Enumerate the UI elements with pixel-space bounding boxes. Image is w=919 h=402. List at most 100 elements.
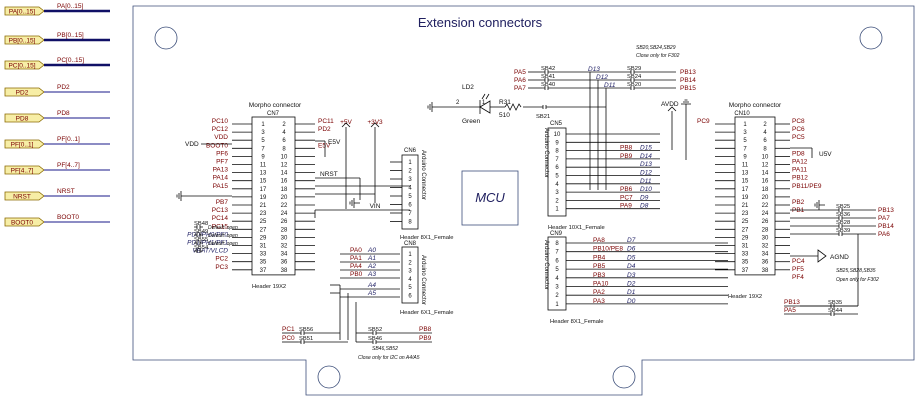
pin-number: 27 <box>260 227 267 233</box>
led-color: Green <box>462 118 480 125</box>
pin-number: 19 <box>742 195 749 201</box>
pin-number: 20 <box>281 195 288 201</box>
net-label: PB[0..15] <box>57 32 84 39</box>
pin-number: 17 <box>742 187 749 193</box>
pin-number: 2 <box>408 260 412 266</box>
sb-net: PC1 <box>282 326 295 333</box>
pin-number: 27 <box>742 227 749 233</box>
port-label: PF[0..1] <box>11 141 34 148</box>
pin-net-right: PF5 <box>792 266 804 273</box>
sb-net: PB8 <box>419 326 432 333</box>
pin-number: 1 <box>555 207 559 213</box>
pin-number: 24 <box>762 211 769 217</box>
port-label: PA[0..15] <box>9 8 35 15</box>
connector-body <box>547 127 567 217</box>
solder-bridge <box>828 312 837 316</box>
pin-number: 21 <box>260 203 267 209</box>
pin-net-right: PB11/PE9 <box>792 183 822 190</box>
pin-number: 6 <box>408 294 412 300</box>
digital-label: D13 <box>640 161 652 168</box>
net-nrst: NRST <box>320 171 338 178</box>
port-flag <box>4 35 45 45</box>
pin-net-left: PF6 <box>216 150 228 157</box>
pin-number: 29 <box>742 235 749 241</box>
pin-number: 37 <box>742 268 749 274</box>
pin-number: 2 <box>408 169 412 175</box>
note-right: Open only for F302 <box>836 277 879 283</box>
pin-number: 34 <box>281 252 288 258</box>
connector-caption: Arduino Connector <box>543 128 549 178</box>
resistor-ref: R31 <box>499 99 511 106</box>
net-avdd: AVDD <box>661 101 679 108</box>
pin-net: PB5 <box>593 263 606 270</box>
solder-bridge <box>836 224 845 228</box>
pin-net: PB9 <box>620 153 633 160</box>
pin-number: 10 <box>762 154 769 160</box>
ground-symbol <box>681 99 691 110</box>
connector-ref: CN10 <box>734 111 750 117</box>
connector-body <box>734 116 776 276</box>
solder-bridge-ref: SB48 <box>194 221 208 227</box>
solder-bridge-ref: SB51 <box>299 336 313 342</box>
sb-net: PB15 <box>680 85 696 92</box>
sb-net: PB13 <box>878 207 894 214</box>
solder-bridge <box>194 233 203 237</box>
sb-net: PC0 <box>282 335 295 342</box>
pin-number: 1 <box>555 302 559 308</box>
pin-number: 4 <box>408 277 412 283</box>
sb-net: PA5 <box>784 307 796 314</box>
led-rays <box>481 93 490 100</box>
pin-number: 7 <box>743 146 747 152</box>
digital-label: D11 <box>604 82 616 89</box>
connector-caption: Arduino Connector <box>420 255 426 305</box>
pin-net-left: PC10 <box>212 118 229 125</box>
solder-bridge-ref: SB20 <box>627 82 641 88</box>
mounting-hole-bottom-right <box>612 365 636 389</box>
board-outline <box>132 5 915 396</box>
pin-number: 13 <box>260 171 267 177</box>
net-vin: VIN <box>370 203 381 210</box>
net-u5v: U5V <box>819 151 832 158</box>
connector-footer: Header 10X1_Female <box>548 225 605 231</box>
solder-bridge <box>542 70 551 74</box>
analog-label: A4 <box>367 282 376 289</box>
net-e5v: E5V <box>328 139 341 146</box>
pin-net: PB6 <box>620 186 633 193</box>
net-label: NRST <box>57 188 75 195</box>
led-pin: 2 <box>456 100 460 106</box>
digital-label: D5 <box>627 254 636 261</box>
connector-footer: Header 8X1_Female <box>550 319 604 325</box>
pin-number: 17 <box>260 187 267 193</box>
port-flag <box>4 217 45 227</box>
analog-label: A2 <box>367 263 376 270</box>
pin-number: 24 <box>281 211 288 217</box>
solder-bridge-ref: SB44 <box>828 308 843 314</box>
pin-net: PB3 <box>593 272 606 279</box>
led-ref: LD2 <box>462 84 474 91</box>
pin-number: 38 <box>281 268 288 274</box>
pin-number: 6 <box>763 138 767 144</box>
agnd-symbol <box>817 249 827 263</box>
note-top: Close only for F302 <box>636 53 680 59</box>
connector-caption: Arduino Connector <box>543 240 549 290</box>
connector-title: Morpho connector <box>729 102 782 109</box>
solder-bridge-ref: SB52 <box>368 327 382 333</box>
pin-number: 10 <box>281 154 288 160</box>
net-label: PF[0..1] <box>57 136 80 143</box>
connector-footer: Header 19X2 <box>728 294 762 300</box>
pin-number: 30 <box>762 235 769 241</box>
pin-net: PA3 <box>593 298 605 305</box>
solder-bridge-ref: SB56 <box>299 327 313 333</box>
pin-number: 25 <box>742 219 749 225</box>
mounting-hole-bottom-left <box>317 365 341 389</box>
pin-number: 9 <box>555 140 559 146</box>
led-pin: 1 <box>482 100 486 106</box>
digital-label: D12 <box>596 74 608 81</box>
connector-footer: Header 19X2 <box>252 284 286 290</box>
pin-number: 3 <box>261 130 265 136</box>
sb-net: PB9 <box>419 335 432 342</box>
solder-bridge <box>370 331 379 335</box>
